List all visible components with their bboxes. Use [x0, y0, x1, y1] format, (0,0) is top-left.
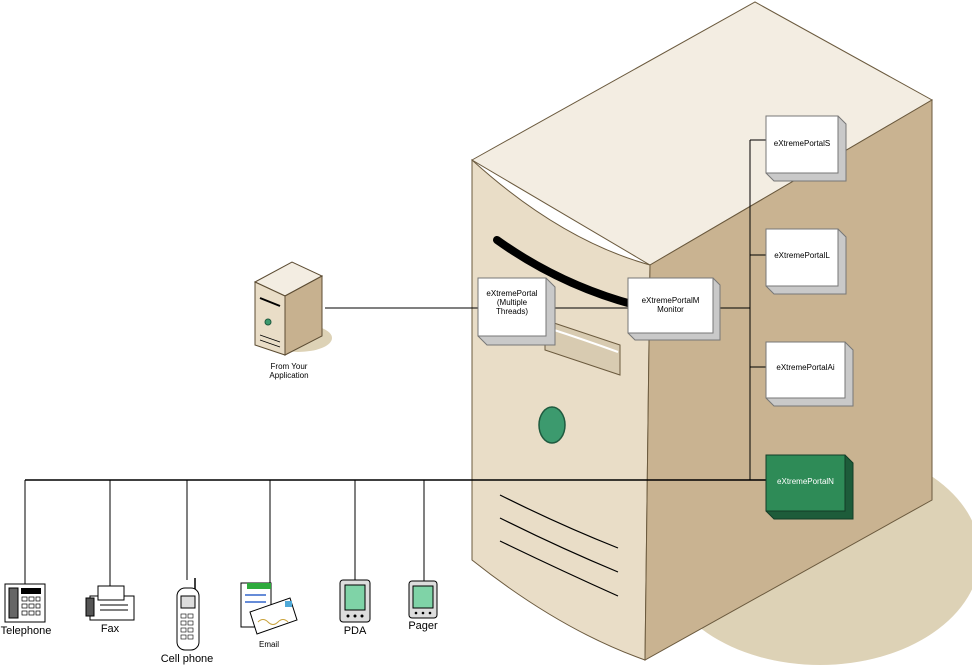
server-slot [493, 236, 639, 309]
server-vent [499, 517, 619, 573]
pager-label: Pager [408, 620, 438, 632]
cell-phone-icon [176, 578, 200, 651]
box-main [477, 277, 556, 346]
pager-icon [408, 580, 438, 619]
cell-phone-label: Cell phone [160, 653, 214, 665]
box-portalN [765, 454, 854, 520]
main-box-label: eXtremePortal (Multiple Threads) [486, 289, 538, 317]
pda-label: PDA [343, 625, 367, 637]
box-portalS [765, 115, 847, 182]
portal-n-label: eXtremePortalN [777, 477, 834, 486]
box-portalAi [765, 341, 854, 407]
fax-icon [85, 585, 135, 621]
telephone-icon [4, 583, 46, 623]
server-power-button [538, 406, 566, 444]
server-vent [499, 540, 619, 597]
portal-l-label: eXtremePortalL [774, 251, 830, 260]
telephone-label: Telephone [0, 625, 52, 637]
email-icon [240, 582, 298, 635]
monitor-box-label: eXtremePortalM Monitor [641, 296, 700, 315]
email-label: Email [258, 640, 279, 649]
fax-label: Fax [100, 623, 120, 635]
pda-icon [339, 579, 371, 623]
box-monitor [627, 277, 721, 341]
portal-s-label: eXtremePortalS [773, 139, 831, 148]
connectors [24, 139, 766, 588]
app-server-icon [253, 261, 332, 356]
portal-ai-label: eXtremePortalAi [776, 363, 835, 372]
box-portalL [765, 228, 847, 295]
server-vent [499, 494, 619, 549]
app-label: From Your Application [269, 362, 309, 381]
